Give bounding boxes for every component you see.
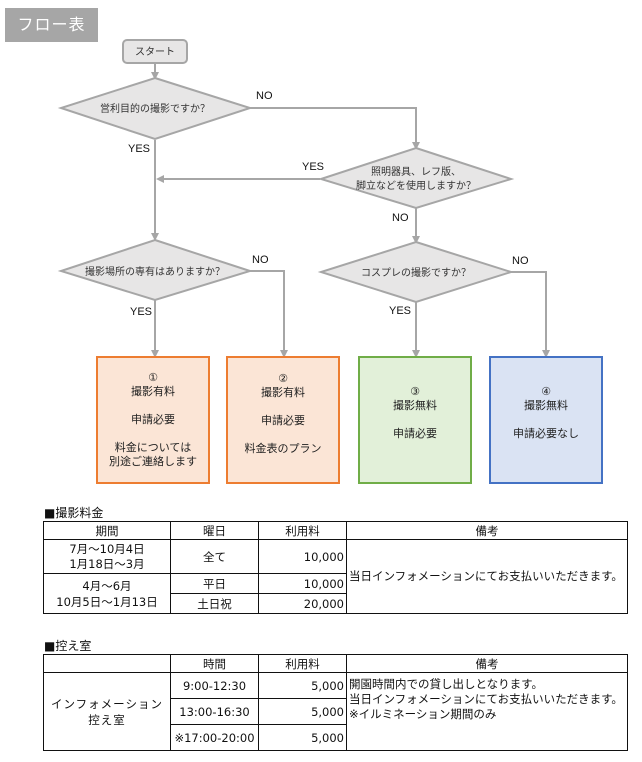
decision-q2-label-line1: 照明器具、レフ版、 (371, 165, 461, 178)
table-row: 4月～6月 10月5日～1月13日 平日 10,000 (43, 573, 628, 614)
fee-cell: 10,000 (258, 539, 347, 574)
fee-section-title: ■撮影料金 (44, 506, 104, 520)
room-note-line2: 当日インフォメーションにてお支払いいただきます。 (349, 692, 623, 706)
result-4-fee: 撮影無料 (524, 399, 568, 412)
result-box-1: ① 撮影有料 申請必要 料金については 別途ご連絡します (96, 356, 210, 484)
fee-note-cell: 当日インフォメーションにてお支払いいただきます。 (346, 539, 628, 614)
result-1-note-line1: 料金については (114, 441, 192, 454)
table-row: インフォメーション 控え室 9:00-12:30 5,000 開園時間内での貸し… (43, 672, 628, 751)
header-period: 期間 (43, 521, 171, 540)
decision-q1-label: 営利目的の撮影ですか？ (100, 102, 210, 115)
result-box-2: ② 撮影有料 申請必要 料金表のプラン (226, 356, 340, 484)
time-cell: ※17:00-20:00 (170, 724, 259, 751)
fee-table-header: 期間 曜日 利用料 備考 (43, 521, 628, 540)
table-row: 土日祝 20,000 (44, 593, 628, 614)
result-3-fee: 撮影無料 (393, 399, 437, 412)
result-3-application: 申請必要 (393, 427, 437, 440)
result-1-number: ① (148, 371, 158, 384)
decision-q4-label: コスプレの撮影ですか？ (361, 266, 471, 279)
q4-no-label: NO (512, 255, 529, 267)
header-time: 時間 (170, 654, 259, 673)
flowchart: スタート 営利目的の撮影ですか？ 照明器具、レフ版、 脚立などを使用しますか？ … (57, 39, 550, 358)
period-cell: 7月～10月4日 1月18日～3月 (43, 539, 171, 574)
table-row: ※17:00-20:00 5,000 (44, 724, 628, 751)
q4-yes-label: YES (389, 305, 411, 317)
period-line2: 10月5日～1月13日 (56, 594, 158, 609)
day-cell: 土日祝 (170, 593, 259, 614)
room-section-title: ■控え室 (44, 639, 92, 653)
time-cell: 13:00-16:30 (170, 698, 259, 725)
period-cell: 4月～6月 10月5日～1月13日 (43, 573, 171, 614)
q2-no-label: NO (392, 212, 409, 224)
result-3-number: ③ (410, 385, 420, 398)
fee-cell: 20,000 (258, 593, 347, 614)
decision-q3-label: 撮影場所の専有はありますか？ (85, 265, 225, 278)
result-4-application: 申請必要なし (513, 427, 579, 440)
header-notes: 備考 (346, 654, 628, 673)
connector-q1-no (250, 107, 420, 150)
fee-table: 期間 曜日 利用料 備考 7月～10月4日 1月18日～3月 全て 10,000… (43, 521, 628, 614)
result-2-application: 申請必要 (261, 414, 305, 427)
time-cell: 9:00-12:30 (170, 672, 259, 699)
fee-cell: 5,000 (258, 698, 347, 725)
day-cell: 平日 (170, 573, 259, 594)
connector-q3-no (250, 270, 288, 358)
result-2-note: 料金表のプラン (244, 442, 322, 455)
q3-yes-label: YES (130, 306, 152, 318)
q1-yes-label: YES (128, 143, 150, 155)
room-name-line2: 控え室 (88, 712, 126, 727)
header-room (43, 654, 171, 673)
result-1-application: 申請必要 (131, 413, 175, 426)
result-2-fee: 撮影有料 (261, 386, 305, 399)
room-table: 時間 利用料 備考 インフォメーション 控え室 9:00-12:30 5,000… (43, 654, 628, 751)
room-note-line1: 開園時間内での貸し出しとなります。 (349, 677, 544, 691)
room-table-header: 時間 利用料 備考 (43, 654, 628, 673)
room-note-line3: ※イルミネーション期間のみ (349, 707, 497, 721)
header-day: 曜日 (170, 521, 259, 540)
decision-q2 (317, 146, 515, 210)
q1-no-label: NO (256, 90, 273, 102)
result-1-note-line2: 別途ご連絡します (109, 455, 197, 468)
header-fee: 利用料 (258, 521, 347, 540)
room-name-cell: インフォメーション 控え室 (43, 672, 171, 751)
result-1-fee: 撮影有料 (131, 385, 175, 398)
fee-cell: 5,000 (258, 724, 347, 751)
period-line2: 1月18日～3月 (69, 556, 145, 571)
fee-cell: 5,000 (258, 672, 347, 699)
q3-no-label: NO (252, 254, 269, 266)
decision-q2-label-line2: 脚立などを使用しますか？ (356, 179, 476, 192)
page-title-tab: フロー表 (5, 8, 98, 42)
header-fee: 利用料 (258, 654, 347, 673)
decision-q3 (57, 238, 254, 302)
result-4-number: ④ (541, 385, 551, 398)
table-row: 7月～10月4日 1月18日～3月 全て 10,000 当日インフォメーションに… (43, 539, 628, 614)
table-row: 13:00-16:30 5,000 (44, 698, 628, 725)
result-box-3: ③ 撮影無料 申請必要 (358, 356, 472, 484)
header-notes: 備考 (346, 521, 628, 540)
fee-cell: 10,000 (258, 573, 347, 594)
decision-q4 (317, 240, 515, 304)
period-line1: 4月～6月 (82, 578, 132, 593)
result-2-number: ② (278, 372, 288, 385)
q2-yes-label: YES (302, 161, 324, 173)
decision-q1 (57, 76, 254, 141)
day-cell: 全て (170, 539, 259, 574)
period-line1: 7月～10月4日 (69, 541, 145, 556)
room-note-cell: 開園時間内での貸し出しとなります。 当日インフォメーションにてお支払いいただきま… (346, 672, 628, 751)
room-name-line1: インフォメーション (51, 696, 163, 711)
connector-q4-no (511, 271, 550, 358)
start-label: スタート (135, 46, 175, 58)
result-box-4: ④ 撮影無料 申請必要なし (489, 356, 603, 484)
